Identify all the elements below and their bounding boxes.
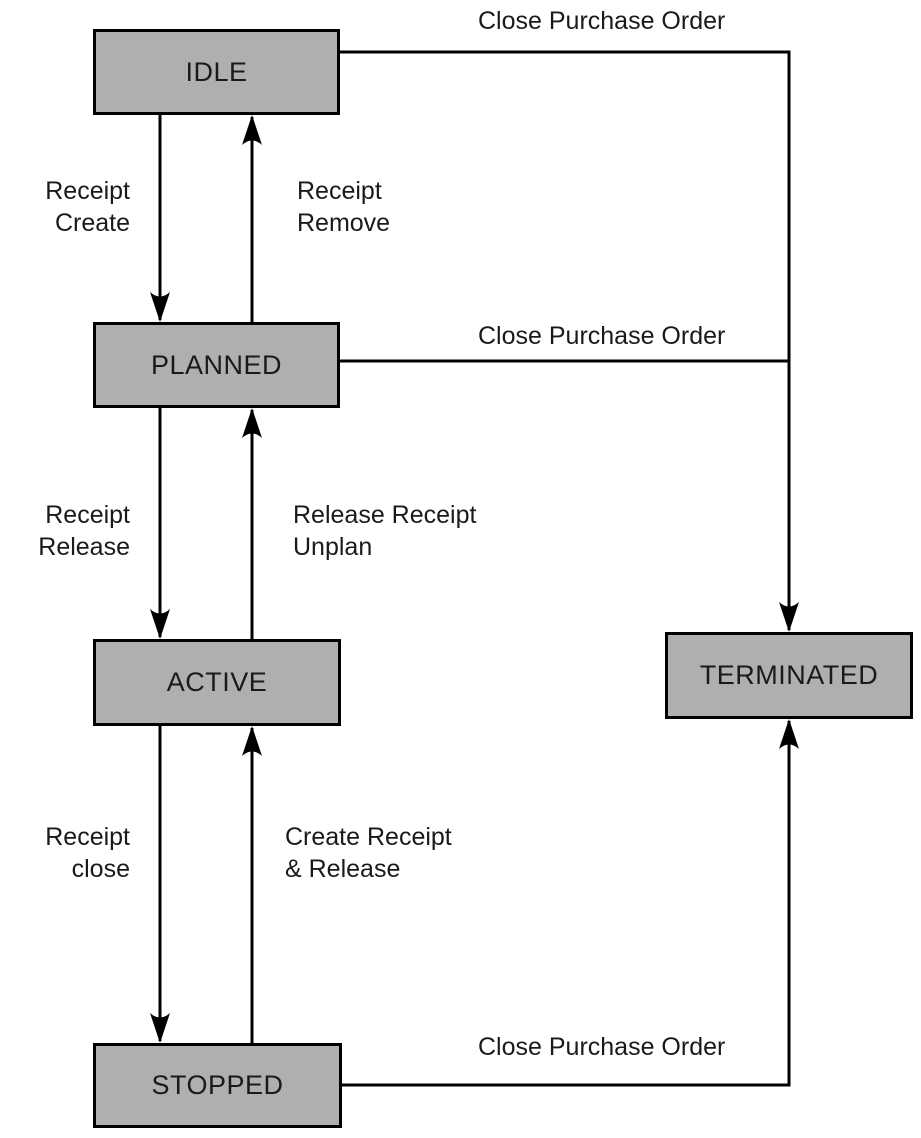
transition-label-receipt-create: Receipt Create [45,177,130,237]
state-planned: PLANNED [93,322,340,408]
state-planned-label: PLANNED [150,349,283,380]
state-idle: IDLE [93,29,340,115]
transition-label-create-receipt-release: Create Receipt & Release [285,823,452,883]
state-active: ACTIVE [93,639,341,726]
arrowhead-into-terminated-bottom [779,719,799,749]
transition-label-close-purchase-order-bottom: Close Purchase Order [478,1033,726,1061]
arrowhead-into-idle [242,115,262,145]
arrowhead-into-active [150,609,170,639]
transition-label-receipt-release: Receipt Release [38,501,130,561]
transition-label-release-receipt-unplan: Release Receipt Unplan [293,501,477,561]
edge-idle-to-terminated [340,50,791,630]
state-terminated-label: TERMINATED [699,660,879,690]
state-terminated: TERMINATED [665,632,913,719]
arrowhead-into-terminated-top [779,602,799,632]
arrowhead-into-planned-bottom [242,408,262,438]
arrowhead-into-planned [150,292,170,322]
arrowhead-into-active-bottom [242,726,262,756]
arrowhead-into-stopped [150,1013,170,1043]
state-stopped-label: STOPPED [151,1070,284,1100]
edge-stopped-to-terminated [342,721,791,1087]
transition-label-receipt-remove: Receipt Remove [297,177,391,237]
transition-label-receipt-close: Receipt close [45,823,130,883]
state-stopped: STOPPED [93,1043,342,1128]
transition-label-close-purchase-order-top: Close Purchase Order [478,7,726,35]
state-active-label: ACTIVE [166,667,268,697]
state-idle-label: IDLE [185,56,248,87]
transition-label-close-purchase-order-middle: Close Purchase Order [478,322,726,350]
